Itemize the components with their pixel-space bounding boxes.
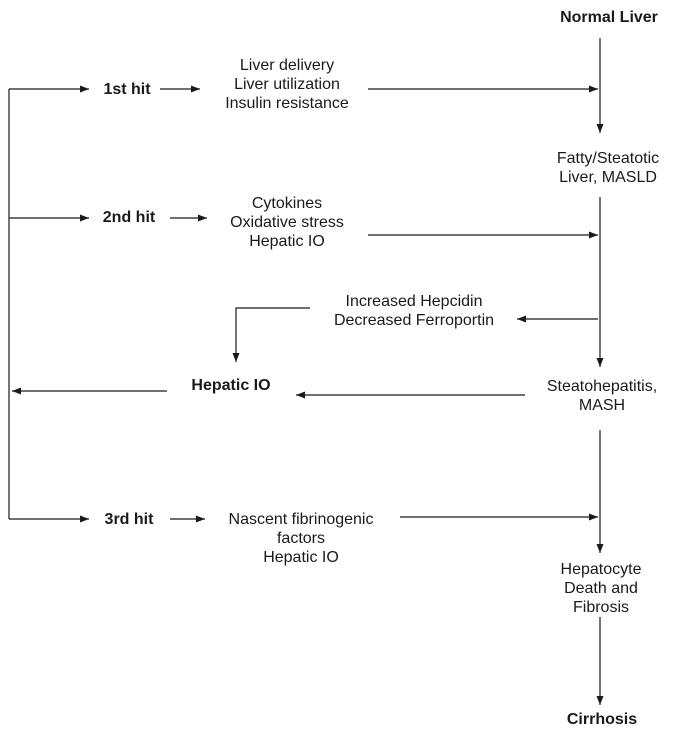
node-steatohepatitis: Steatohepatitis, MASH xyxy=(546,378,658,414)
factors-1st-hit: Liver delivery Liver utilization Insulin… xyxy=(225,57,349,112)
label-hepatic-io: Hepatic IO xyxy=(191,377,271,394)
factors-2nd-hit: Cytokines Oxidative stress Hepatic IO xyxy=(230,195,344,250)
node-cirrhosis: Cirrhosis xyxy=(566,711,638,728)
label-1st-hit: 1st hit xyxy=(103,81,151,98)
label-3rd-hit: 3rd hit xyxy=(104,511,154,528)
label-2nd-hit: 2nd hit xyxy=(102,209,156,226)
factors-3rd-hit: Nascent fibrinogenic factors Hepatic IO xyxy=(228,511,374,566)
arrow-hepcidin-to-hepatic-io xyxy=(232,307,310,362)
node-fatty-liver: Fatty/Steatotic Liver, MASLD xyxy=(556,150,660,186)
node-hepatocyte-death: Hepatocyte Death and Fibrosis xyxy=(560,561,642,616)
factors-hepcidin: Increased Hepcidin Decreased Ferroportin xyxy=(333,293,495,329)
node-normal-liver: Normal Liver xyxy=(560,9,658,26)
